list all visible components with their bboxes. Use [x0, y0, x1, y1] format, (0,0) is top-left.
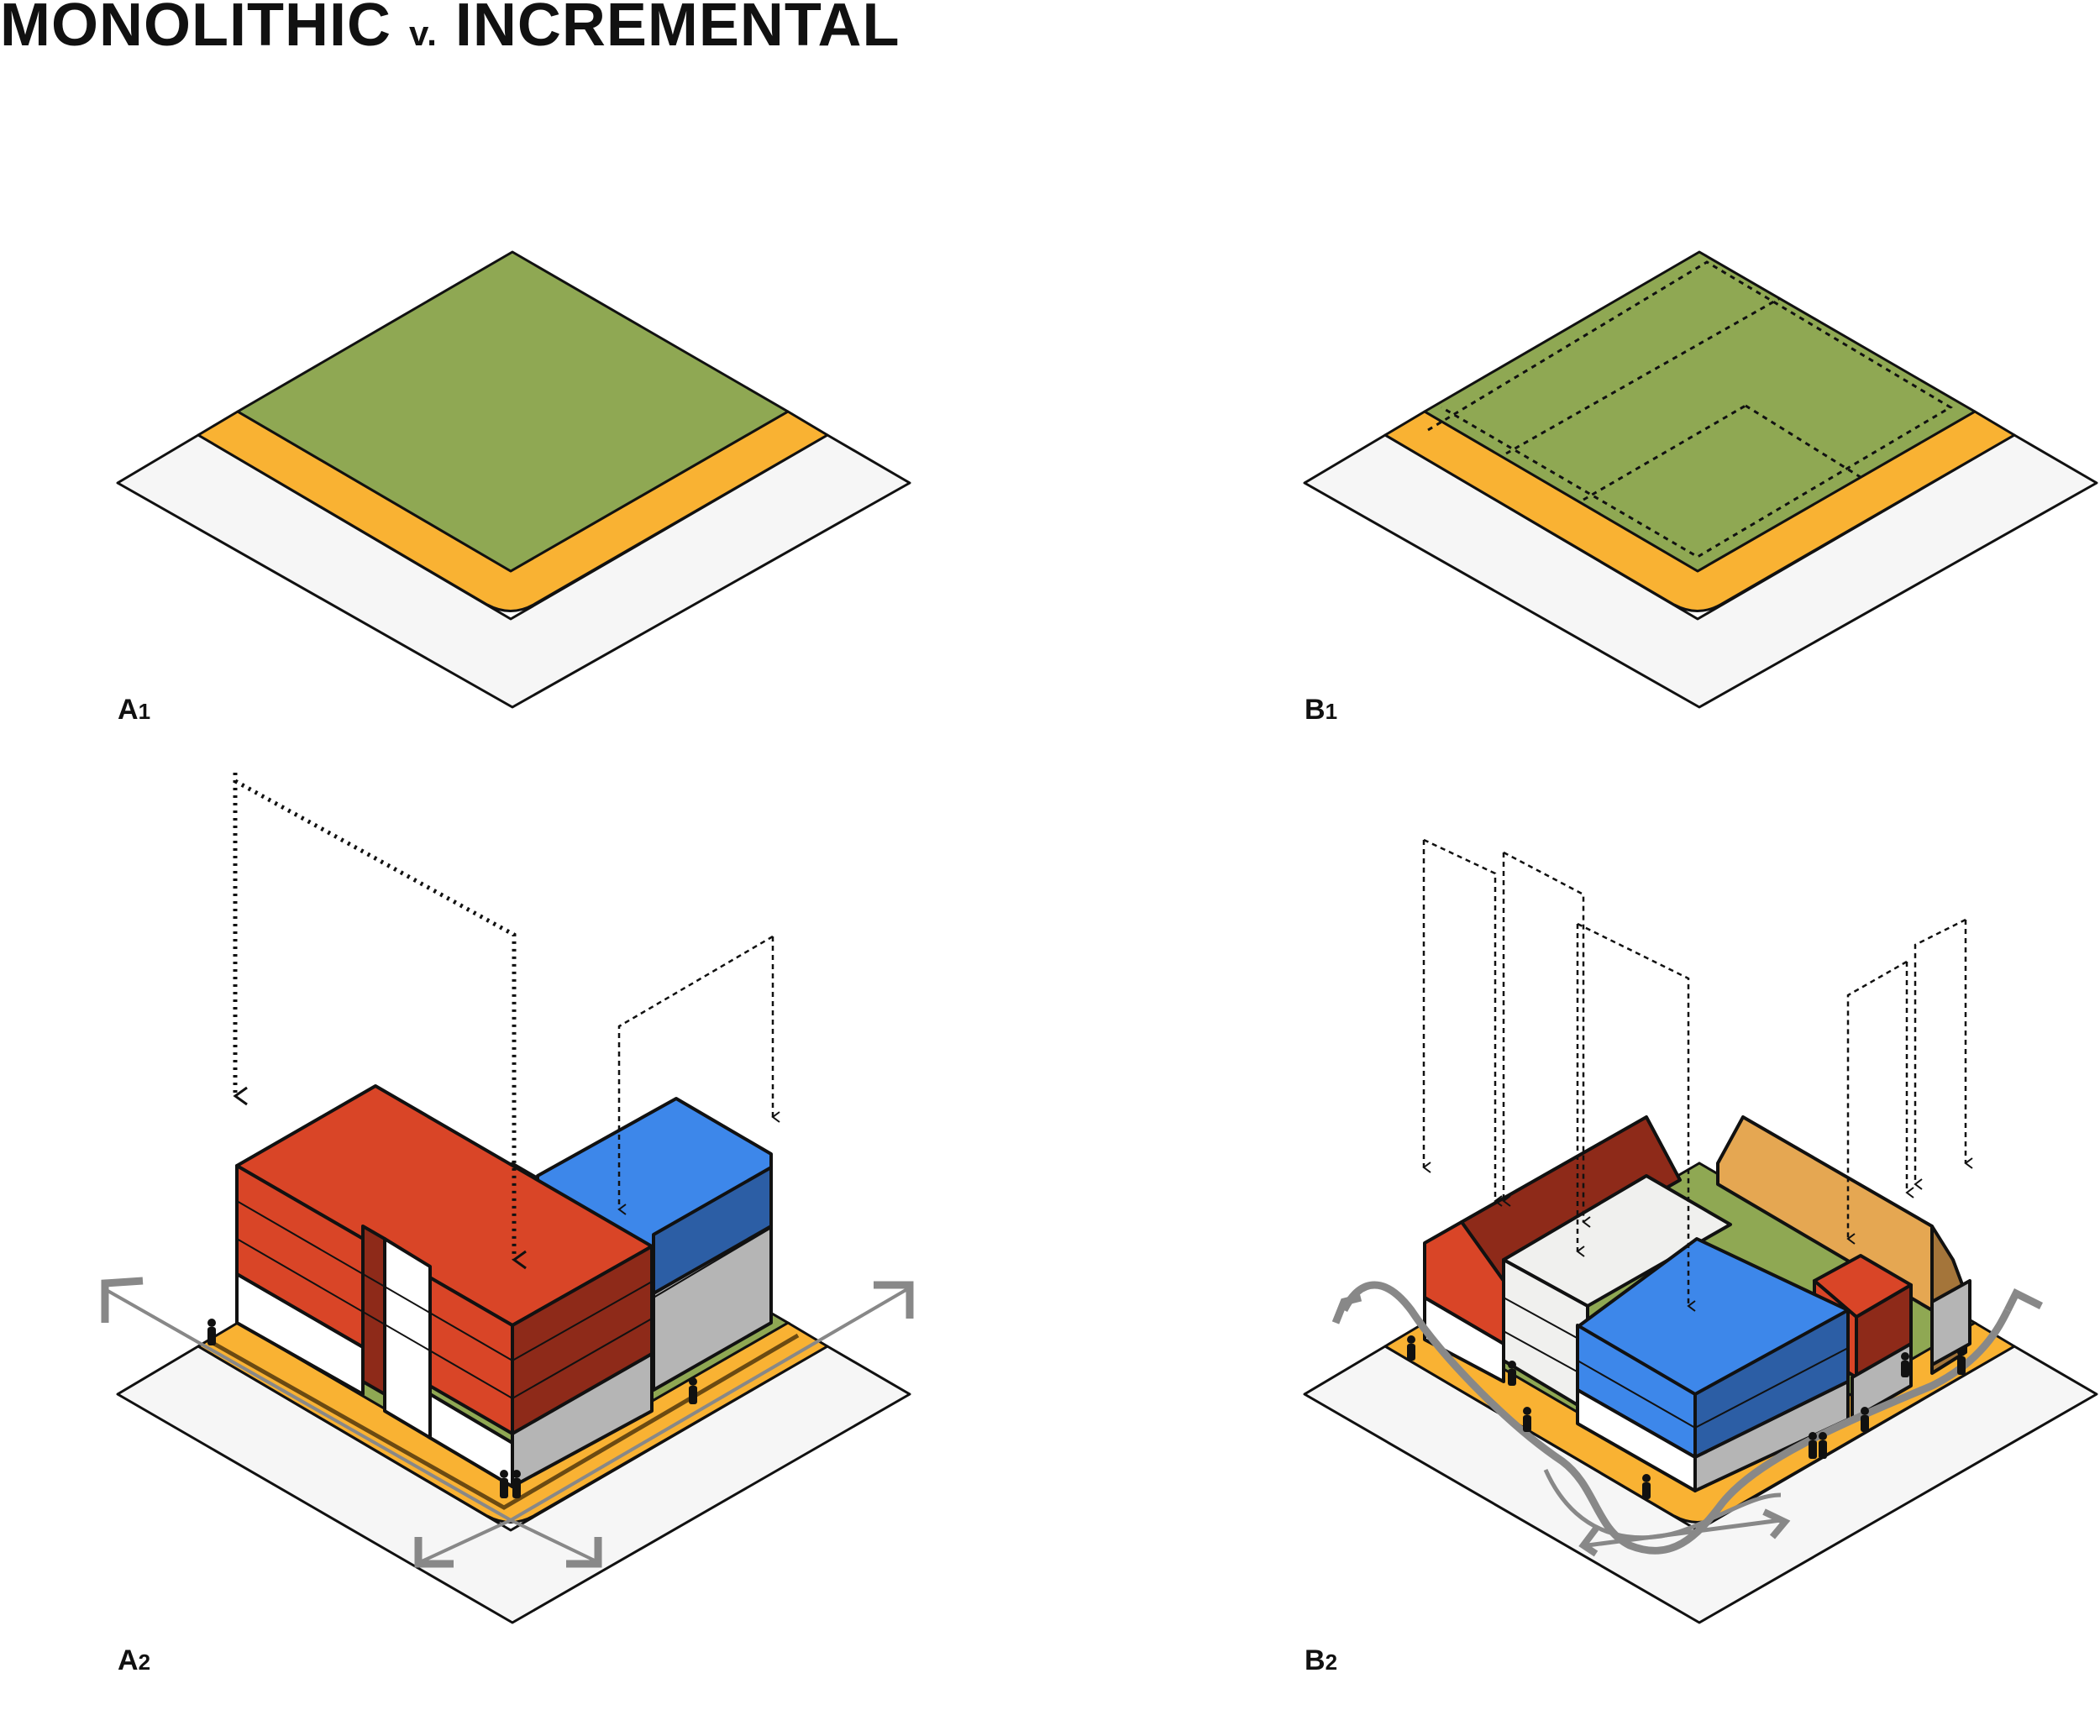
red-block-a2 [235, 1084, 654, 1488]
access-arrows-a2 [101, 1277, 914, 1568]
pedestrians-a2 [207, 1319, 697, 1498]
parcel-lines-b1 [1427, 260, 1953, 559]
panel-label-a1: A1 [118, 694, 151, 726]
dotted-arrows-b2 [1422, 838, 1973, 1312]
diagram-title: MONOLITHIC v. INCREMENTAL [0, 0, 900, 59]
panel-b1 [1303, 250, 2098, 709]
lot-b1 [1423, 250, 1977, 573]
lot-a1 [236, 250, 790, 573]
panel-label-b2: B2 [1305, 1644, 1338, 1676]
red-gable-block-b2 [1423, 1115, 1682, 1383]
panel-a1 [116, 250, 911, 709]
sidewalk-path-a2 [213, 1333, 800, 1510]
panel-label-a2: A2 [118, 1644, 151, 1676]
panel-b2 [1303, 838, 2098, 1624]
panel-a2 [101, 773, 914, 1624]
blue-block-b2 [1576, 1237, 1850, 1492]
flow-arrows-b2 [1331, 1281, 2044, 1557]
panel-label-b1: B1 [1305, 694, 1338, 726]
tan-block-b2 [1716, 1115, 1971, 1375]
dotted-arrows-a2 [233, 773, 780, 1270]
pedestrians-b2 [1407, 1335, 1966, 1499]
